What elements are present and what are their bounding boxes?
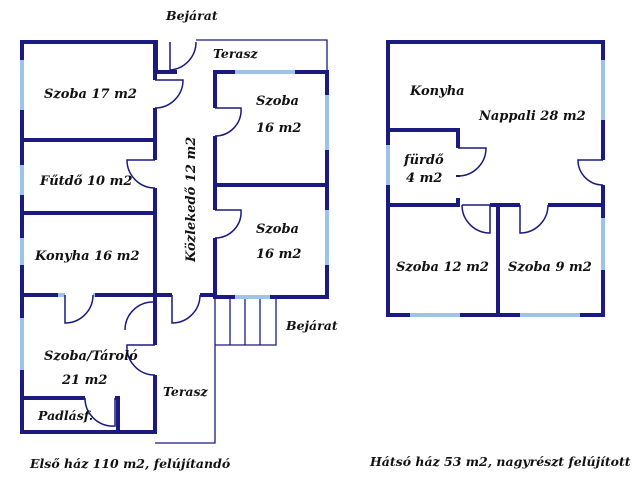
room-kozlekedo: Közlekedő 12 m2 [184,137,199,263]
entrance-top-label: Bejárat [165,8,218,23]
room-konyha-16: Konyha 16 m2 [34,249,140,264]
room-szoba-b: Szoba [256,222,299,237]
room-furdo: fürdő [403,153,444,168]
room-szoba-17: Szoba 17 m2 [44,87,137,102]
room-szoba-a: Szoba [256,94,299,109]
room-szoba-a-area: 16 m2 [256,121,301,136]
room-konyha-back: Konyha [409,84,465,99]
room-nappali: Nappali 28 m2 [478,109,586,124]
room-szoba-tarolo: Szoba/Tároló [44,349,138,364]
front-house-caption: Első ház 110 m2, felújítandó [29,456,230,471]
front-house-labels: Bejárat Terasz Szoba 17 m2 Fűtdő 10 m2 K… [29,8,338,471]
room-furdo-area: 4 m2 [406,171,442,186]
room-szoba-tarolo-area: 21 m2 [61,373,107,388]
room-szoba-9: Szoba 9 m2 [508,260,592,275]
room-szoba-b-area: 16 m2 [256,247,301,262]
room-futodo: Fűtdő 10 m2 [39,174,132,189]
front-house-thin-lines [155,39,328,444]
back-house-caption: Hátsó ház 53 m2, nagyrészt felújított [369,454,631,469]
front-house-doors [64,39,242,427]
back-house-windows [386,60,605,317]
room-padlas: Padlásf. [37,408,93,423]
back-house-labels: Konyha Nappali 28 m2 fürdő 4 m2 Szoba 12… [369,84,631,469]
entrance-side-label: Bejárat [285,318,338,333]
room-szoba-12: Szoba 12 m2 [396,260,489,275]
terrace-bottom-label: Terasz [163,384,209,399]
terrace-top-label: Terasz [213,46,259,61]
back-house-doors [455,147,606,234]
front-house-windows [20,60,329,370]
